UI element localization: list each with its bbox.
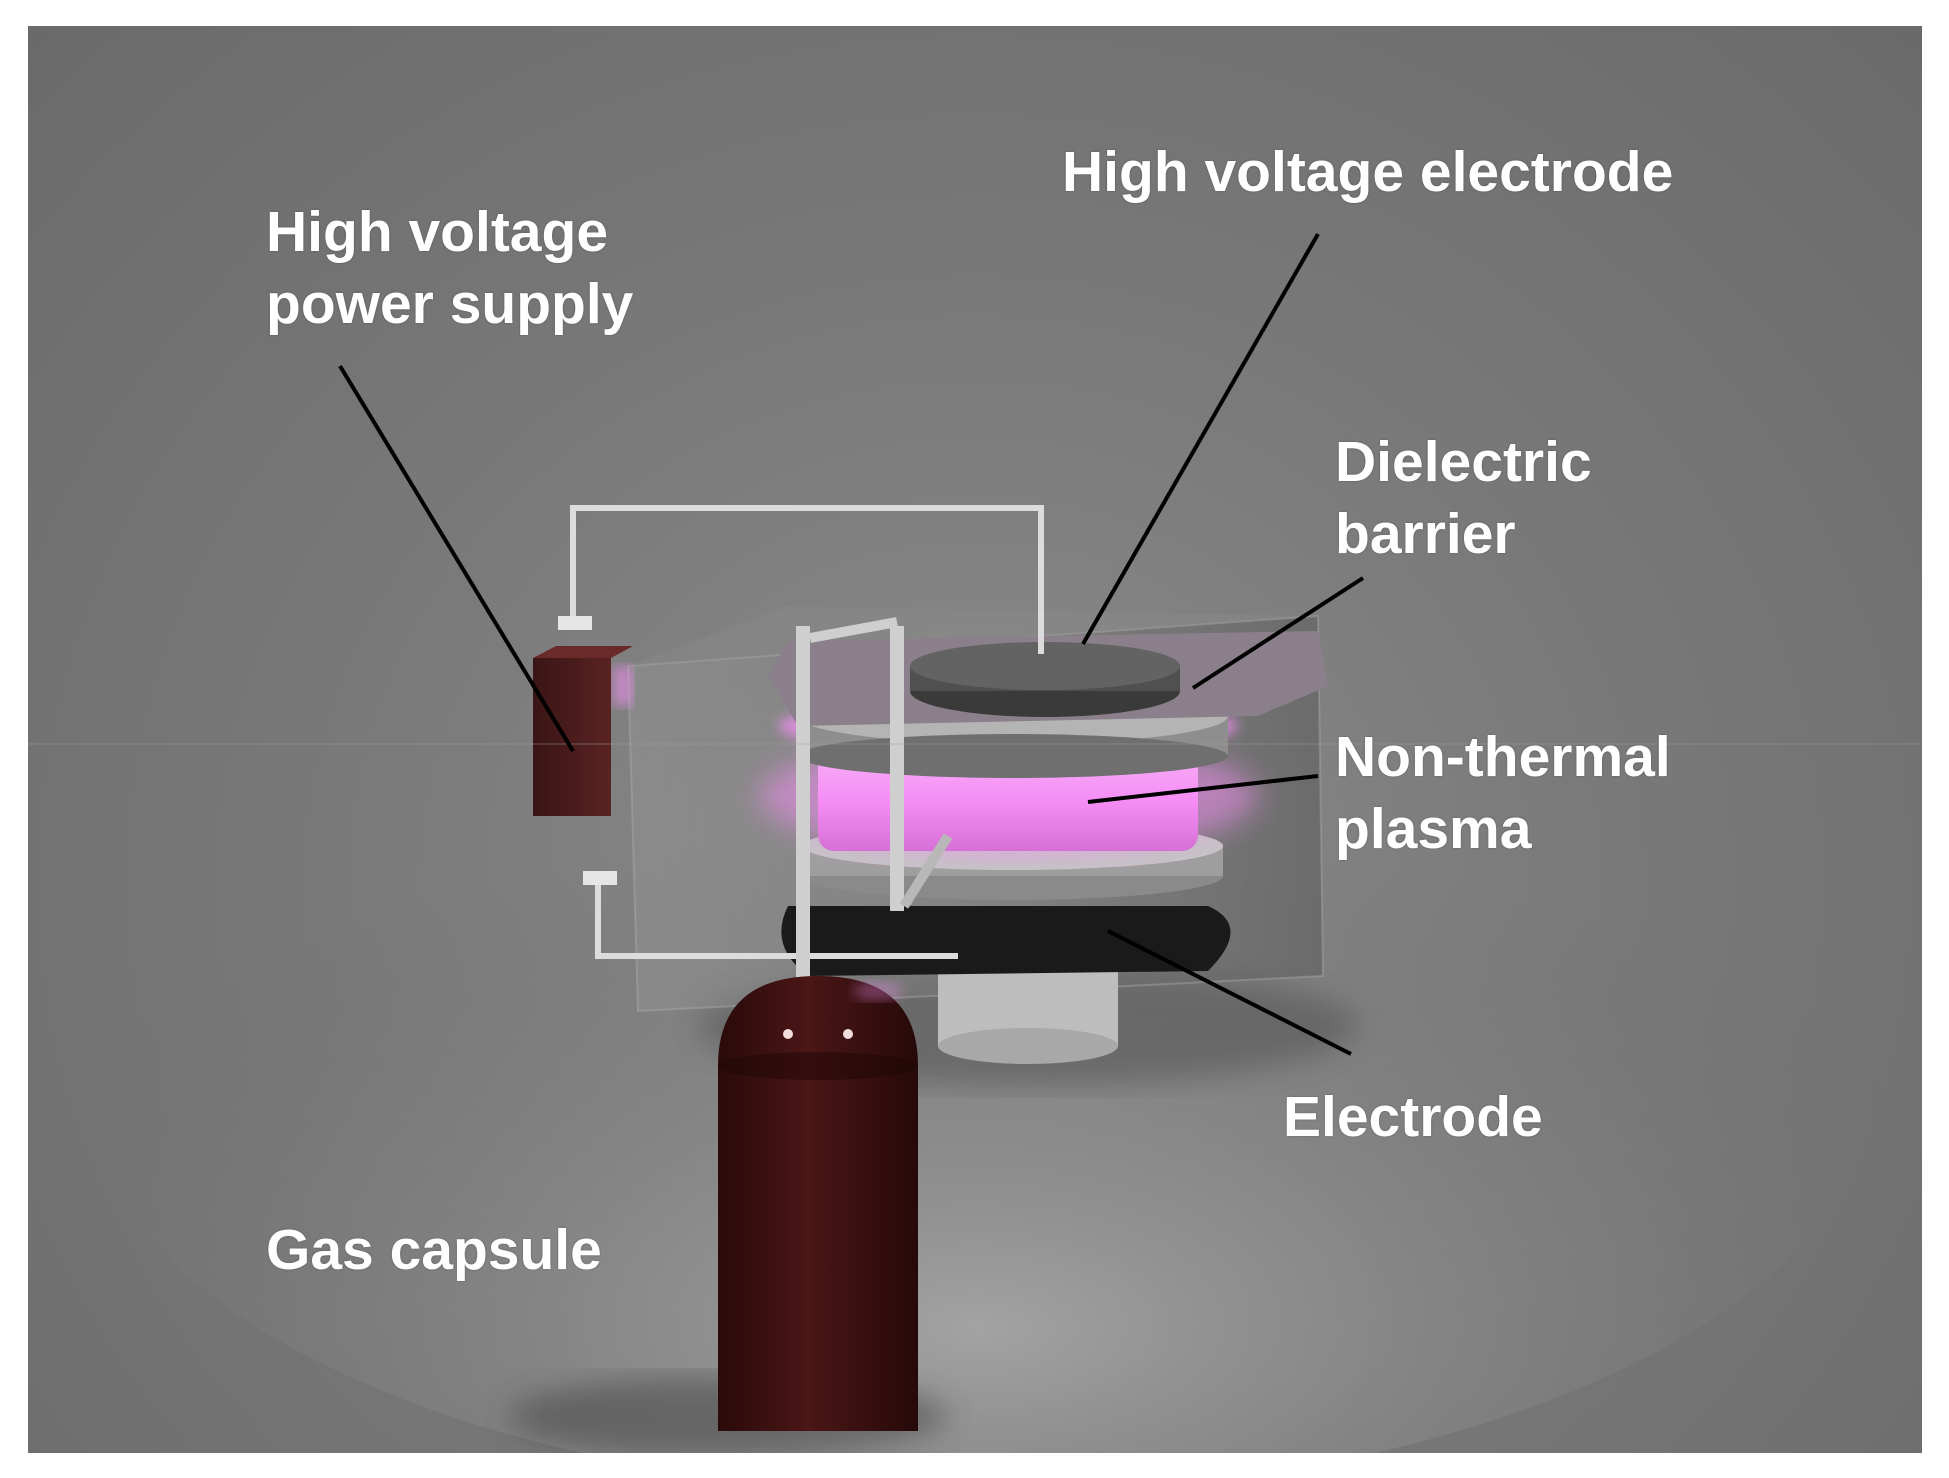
label-hv-electrode: High voltage electrode [1062,136,1673,208]
circuit-wires [570,505,1044,959]
label-gas-capsule: Gas capsule [266,1214,602,1286]
leader-dielectric [1191,576,1365,690]
leader-electrode [1107,929,1352,1056]
label-power-supply-line1: High voltage [266,200,609,264]
label-plasma-line1: Non-thermal [1335,725,1671,789]
high-voltage-electrode-disc [910,642,1180,717]
label-dielectric-line1: Dielectric [1335,430,1592,494]
gas-capsule-cylinder [718,976,918,1431]
apparatus-illustration [28,233,1922,1453]
gas-tubes [796,617,953,981]
label-dielectric-barrier: Dielectric barrier [1335,426,1592,570]
label-electrode-text: Electrode [1283,1085,1543,1149]
label-gas-capsule-text: Gas capsule [266,1218,602,1282]
power-supply-box [533,646,633,816]
leader-power-supply [338,364,575,753]
label-dielectric-line2: barrier [1335,502,1516,566]
label-hv-electrode-text: High voltage electrode [1062,140,1674,204]
leader-plasma [1087,774,1319,804]
label-power-supply-line2: power supply [266,272,634,336]
terminal-bottom [583,871,617,885]
label-plasma: Non-thermal plasma [1335,721,1671,865]
bottom-electrode [781,906,1231,976]
label-plasma-line2: plasma [1335,797,1532,861]
label-electrode: Electrode [1283,1081,1543,1153]
terminal-top [558,616,592,630]
label-power-supply: High voltage power supply [266,196,633,340]
leader-hv-electrode [1081,233,1320,645]
leader-lines [338,233,1365,1056]
diagram-scene: High voltage power supply High voltage e… [28,26,1922,1453]
